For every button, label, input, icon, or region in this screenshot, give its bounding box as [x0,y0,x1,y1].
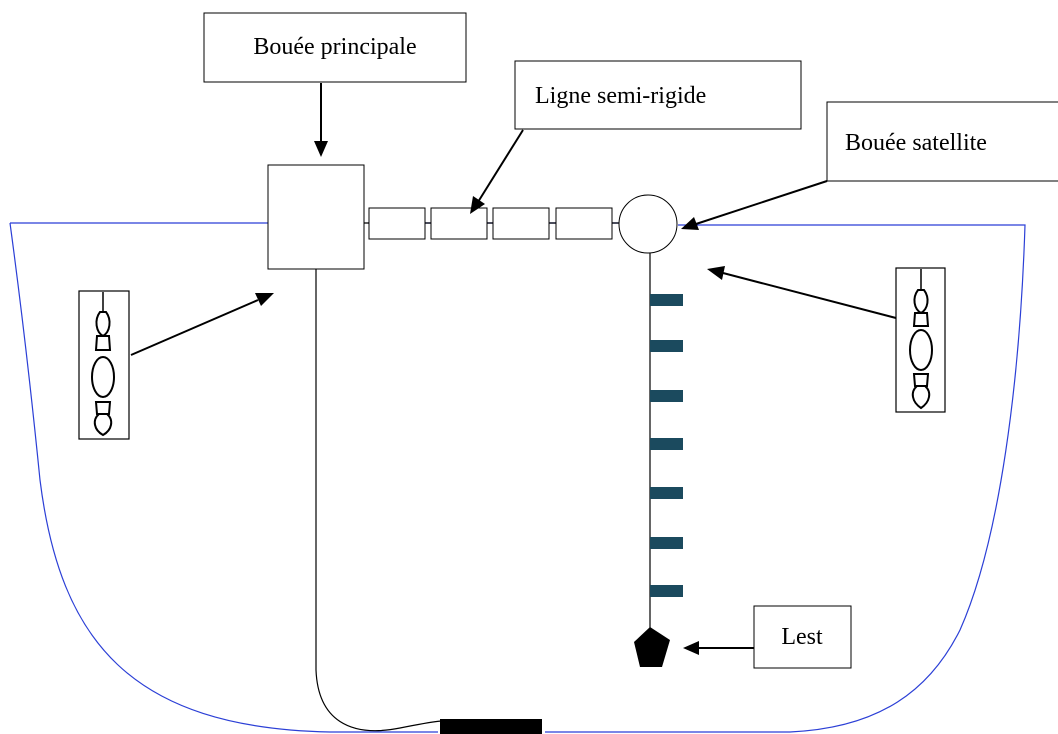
left-swivel-arrow [130,299,259,356]
satellite-buoy-arrowhead [681,217,699,230]
satellite-buoy-shape [618,194,678,254]
main-mooring-rope [315,269,471,732]
ballast-label-text: Lest [781,624,823,650]
dropper-segments [650,294,683,597]
satellite-buoy-label: Bouée satellite [826,101,1058,182]
left-swivel-icon [78,290,130,440]
dropper-segment [650,537,683,549]
ground-block [440,719,542,734]
satellite-buoy-label-box [826,101,1058,182]
dropper-segment [650,487,683,499]
semi-rigid-line-label: Ligne semi-rigide [514,60,802,130]
float-segment [430,207,488,240]
float-segment [555,207,613,240]
main-buoy-arrowhead [314,141,328,157]
main-buoy-label-box [203,12,467,83]
float-segment [368,207,426,240]
dropper-segment [650,585,683,597]
dropper-segment [650,390,683,402]
semi-rigid-line-arrow [477,129,524,203]
dropper-segment [650,294,683,306]
net-outline [9,222,1026,733]
right-swivel-arrowhead [707,266,725,280]
dropper-segment [650,340,683,352]
main-buoy-label-text: Bouée principale [253,34,416,60]
semi-rigid-line-label-box [514,60,802,130]
right-swivel-icon [895,267,946,413]
ballast-label: Lest [753,605,852,669]
left-swivel-arrowhead [255,293,274,306]
main-buoy-shape [267,164,365,270]
satellite-buoy-arrow [695,180,828,225]
right-swivel-arrow [722,272,897,319]
dropper-segment [650,438,683,450]
ballast-label-box [753,605,852,669]
semi-rigid-line-arrowhead [470,196,485,214]
float-segment [492,207,550,240]
semi-rigid-line-label-text: Ligne semi-rigide [535,83,706,109]
ballast-arrowhead [683,641,699,655]
main-buoy-label: Bouée principale [203,12,467,83]
satellite-buoy-label-text: Bouée satellite [845,130,987,156]
ballast-shape [634,627,670,667]
